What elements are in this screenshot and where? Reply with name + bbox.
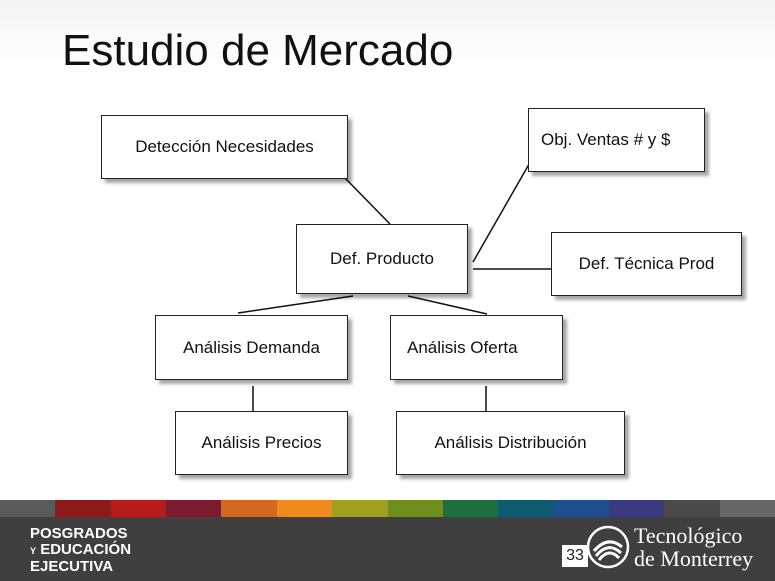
- connector-deteccion-producto: [344, 177, 391, 225]
- footer-stripe: [0, 500, 56, 517]
- posgrados-y: Y: [30, 546, 37, 556]
- footer-stripe: [166, 500, 222, 517]
- footer-stripe: [719, 500, 775, 517]
- node-analisis-precios: Análisis Precios: [175, 411, 348, 475]
- footer-stripe: [664, 500, 720, 517]
- footer-main: [0, 517, 775, 581]
- footer-color-stripes: [0, 500, 775, 517]
- node-label: Análisis Distribución: [434, 433, 587, 452]
- footer-stripe: [442, 500, 499, 517]
- posgrados-line2: EDUCACIÓN: [40, 541, 132, 558]
- node-deteccion-necesidades: Detección Necesidades: [101, 115, 348, 179]
- footer-stripe: [276, 500, 333, 517]
- node-label: Análisis Demanda: [182, 337, 320, 357]
- node-label: Análisis Precios: [201, 433, 322, 452]
- node-label: Análisis Oferta: [407, 337, 518, 357]
- node-label: Obj. Ventas # y $: [541, 130, 671, 149]
- footer-stripe: [498, 500, 554, 517]
- node-label: Def. Técnica Prod: [578, 254, 715, 273]
- footer-stripe: [553, 500, 609, 517]
- brand-line1: Tecnológico: [634, 523, 743, 548]
- node-analisis-distribucion: Análisis Distribución: [396, 411, 625, 475]
- footer-stripe: [332, 500, 388, 517]
- footer-stripe: [55, 500, 111, 517]
- connector-producto-oferta: [407, 295, 488, 315]
- footer-stripe: [608, 500, 665, 517]
- footer-stripe: [221, 500, 277, 517]
- node-analisis-oferta: Análisis Oferta: [390, 315, 563, 380]
- node-label: Detección Necesidades: [135, 137, 314, 156]
- posgrados-logo: POSGRADOS Y EDUCACIÓN EJECUTIVA: [30, 526, 131, 575]
- posgrados-line3: EJECUTIVA: [30, 558, 114, 575]
- footer-stripe: [387, 500, 443, 517]
- node-obj-ventas: Obj. Ventas # y $: [528, 108, 705, 172]
- page-title: Estudio de Mercado: [62, 26, 454, 75]
- node-def-tecnica: Def. Técnica Prod: [551, 232, 742, 296]
- node-analisis-demanda: Análisis Demanda: [155, 315, 348, 380]
- tec-brand-text: Tecnológico de Monterrey: [634, 524, 753, 570]
- node-label: Def. Producto: [330, 249, 434, 268]
- page-number: 33: [562, 545, 588, 567]
- footer-stripe: [110, 500, 167, 517]
- posgrados-line1: POSGRADOS: [30, 525, 128, 542]
- brand-line2: de Monterrey: [634, 546, 754, 571]
- tec-seal-icon: [586, 525, 630, 569]
- node-def-producto: Def. Producto: [296, 224, 468, 294]
- connector-producto-demanda: [237, 295, 354, 314]
